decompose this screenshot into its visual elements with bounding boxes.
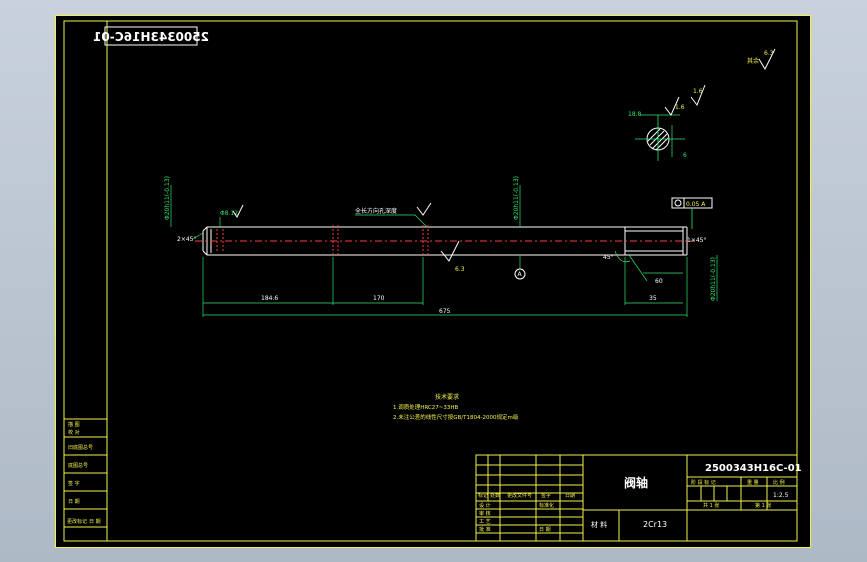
material-value: 2Cr13 <box>643 520 667 529</box>
notes-heading: 技术要求 <box>435 393 459 401</box>
title-block: 标记 处数 更改文件号 签字 日期 设 计 审 核 工 艺 批 准 标准化 日 … <box>475 454 802 542</box>
roughness-other-value: 6.3 <box>764 50 774 57</box>
keyway-depth-dim: 6 <box>683 152 687 159</box>
svg-text:1.6: 1.6 <box>693 88 703 95</box>
svg-text:审 核: 审 核 <box>479 510 491 517</box>
stamp-box <box>104 26 198 46</box>
seg-left-dim: 184.6 <box>261 295 278 302</box>
notes-line-2: 2.未注公差的线性尺寸按GB/T1804-2000规定m级 <box>393 413 519 421</box>
left-strip-table: 描 图 校 对 旧底图总号 底图总号 签 字 日 期 更改标记 日 期 <box>63 418 108 542</box>
shaft-main-view <box>195 225 695 257</box>
svg-text:处数: 处数 <box>490 492 500 499</box>
dia-mid-dim: Φ20h11(-0.13) <box>513 176 520 220</box>
datum-a-label: A <box>518 271 523 278</box>
svg-text:日 期: 日 期 <box>539 527 551 533</box>
dia-right-dim: Φ20h11(-0.13) <box>710 257 717 301</box>
svg-text:签 字: 签 字 <box>68 480 80 487</box>
chamfer-left-dim: 2×45° <box>177 236 196 243</box>
svg-text:批 准: 批 准 <box>479 526 491 533</box>
notes-line-1: 1.调质处理HRC27~33HB <box>393 403 459 411</box>
svg-text:日 期: 日 期 <box>89 519 101 525</box>
section-view: 18.8 6 1.6 1.6 <box>628 84 706 161</box>
scale-value: 1:2.5 <box>773 492 789 499</box>
seg-mid-dim: 170 <box>373 295 385 302</box>
svg-text:比 例: 比 例 <box>773 479 785 486</box>
svg-text:设 计: 设 计 <box>479 502 491 509</box>
svg-text:签字: 签字 <box>541 492 551 499</box>
svg-text:校 对: 校 对 <box>68 429 80 436</box>
svg-text:更改文件号: 更改文件号 <box>507 492 532 499</box>
dia-left-dim: Φ20h11(-0.13) <box>164 176 171 220</box>
outer-frame <box>55 15 811 548</box>
drawing-number: 2500343H16C-01 <box>705 463 802 474</box>
drawing-sheet[interactable]: 2500343H16C-01 其余 6.3 18.8 6 1.6 1.6 0.0… <box>55 15 811 548</box>
keyway-length-dim: 60 <box>655 278 663 285</box>
svg-text:更改标记: 更改标记 <box>67 518 87 525</box>
roughness-other-label: 其余 <box>747 57 759 65</box>
svg-text:标准化: 标准化 <box>539 502 554 509</box>
svg-text:描 图: 描 图 <box>68 421 80 428</box>
groove-dia-dim: Φ8.12 <box>220 210 238 217</box>
datum-a-symbol <box>514 268 526 280</box>
svg-text:6.3: 6.3 <box>455 266 465 273</box>
svg-text:日 期: 日 期 <box>68 499 80 505</box>
groove-note: 全长方向孔深度 <box>355 207 397 215</box>
overall-length-dim: 675 <box>439 308 451 315</box>
svg-text:共 1 张: 共 1 张 <box>703 502 719 509</box>
tolerance-value: 0.05 A <box>686 201 706 208</box>
roughness-other-symbol <box>758 48 776 71</box>
svg-text:工 艺: 工 艺 <box>479 519 491 525</box>
svg-text:底图总号: 底图总号 <box>68 462 88 469</box>
inner-frame <box>63 20 798 542</box>
roughness-main-symbol <box>440 240 460 262</box>
part-name: 阀轴 <box>624 475 648 490</box>
svg-text:标记: 标记 <box>478 492 488 499</box>
svg-text:日期: 日期 <box>565 493 575 499</box>
svg-text:1.6: 1.6 <box>675 104 685 111</box>
chamfer-right-dim: 1×45° <box>687 237 706 244</box>
material-label: 材 料 <box>591 520 607 529</box>
svg-text:重 量: 重 量 <box>747 479 759 486</box>
svg-text:第 1 张: 第 1 张 <box>755 502 771 509</box>
angle-45-dim: 45° <box>603 254 614 261</box>
svg-text:阶 段 标 记: 阶 段 标 记 <box>691 479 716 486</box>
seg-right-small-dim: 35 <box>649 295 657 302</box>
drawing-canvas[interactable]: 2500343H16C-01 其余 6.3 18.8 6 1.6 1.6 0.0… <box>55 15 811 548</box>
stamp-mirrored: 2500343H16C-01 <box>93 30 209 44</box>
keyway-width-dim: 18.8 <box>628 111 642 118</box>
svg-text:旧底图总号: 旧底图总号 <box>68 444 93 451</box>
